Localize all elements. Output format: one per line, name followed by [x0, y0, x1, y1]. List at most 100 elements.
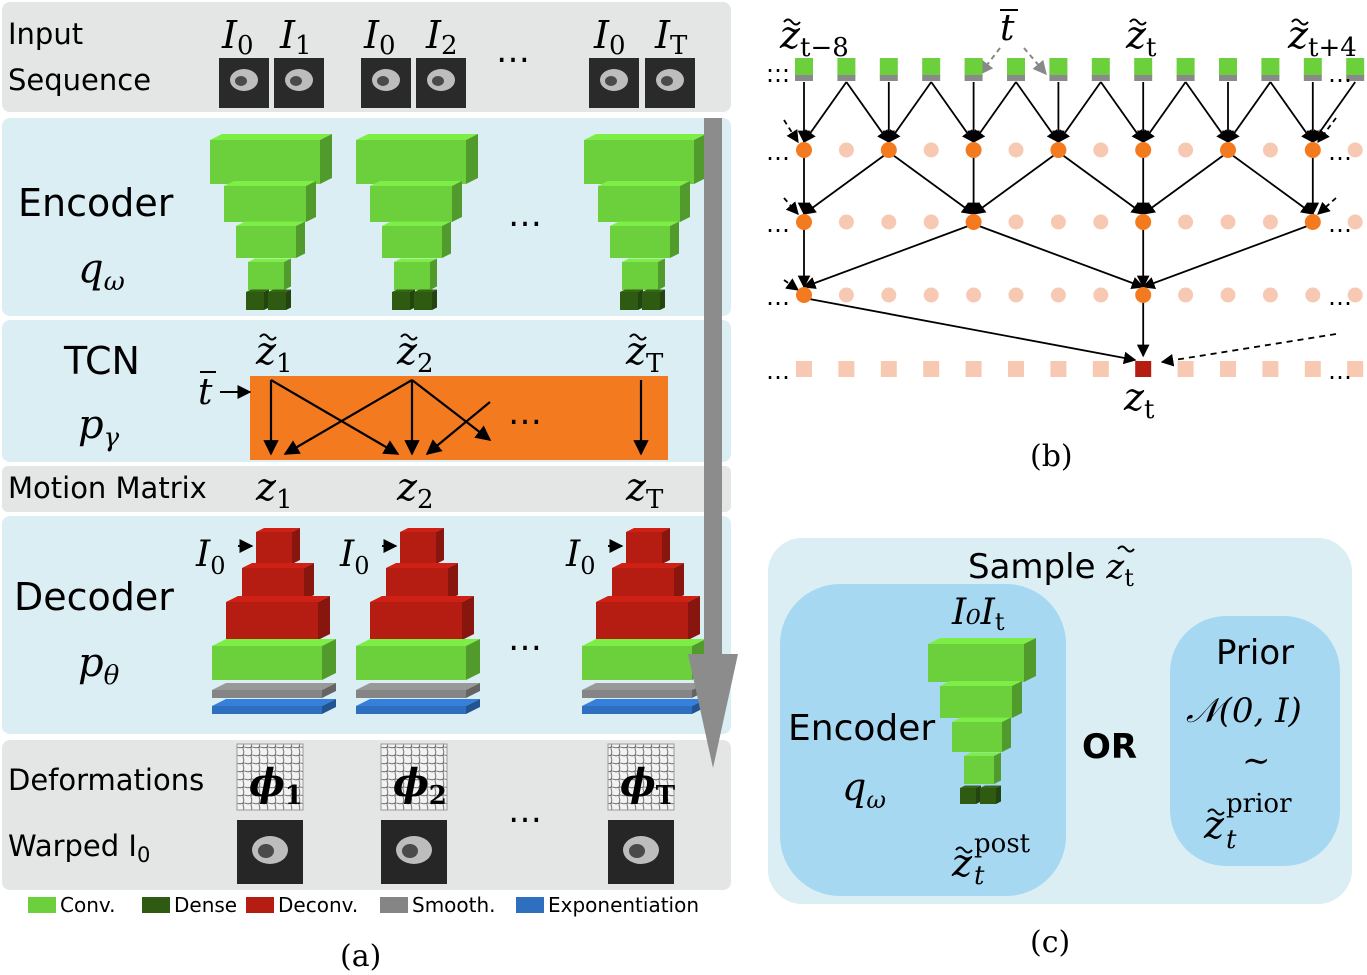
active-node — [1135, 214, 1152, 230]
inactive-node — [1347, 142, 1363, 158]
legend-item: Smooth. — [380, 893, 496, 917]
decoder-band — [2, 516, 731, 734]
panel-b: zt−8 t zt zt+4 …………………………… zt (b) — [766, 8, 1365, 474]
inactive-node — [1262, 287, 1278, 303]
smooth-layer — [212, 683, 336, 698]
conv-layer — [598, 181, 690, 222]
b-ellipsis: … — [766, 50, 790, 78]
deconv-layer — [226, 596, 330, 640]
decoder-ellipsis: … — [508, 619, 542, 659]
deconv-layer — [612, 563, 684, 600]
active-node — [965, 214, 982, 230]
inactive-node — [1008, 214, 1024, 230]
panel-c: Sample zt Encoder qω I₀It zpost t OR Pri… — [768, 538, 1352, 960]
deconv-layer — [626, 528, 670, 564]
deformation-grid — [236, 743, 304, 811]
legend: Conv. Dense Deconv. Smooth. Exponentiation — [28, 893, 699, 917]
motion-matrix-band — [2, 466, 731, 512]
sample-title: Sample zt — [968, 547, 1134, 592]
input-frame-label: I1 — [279, 13, 312, 61]
b-ellipsis: … — [766, 60, 790, 88]
deformations-label: Deformations — [8, 763, 204, 797]
dense-layer — [620, 289, 643, 310]
input-sequence-band — [2, 2, 731, 112]
legend-swatch — [28, 897, 56, 913]
legend-item: Dense — [142, 893, 237, 917]
caption-a: (a) — [340, 939, 381, 974]
input-frame-label: I0 — [363, 13, 396, 61]
inactive-node — [923, 214, 939, 230]
legend-label: Conv. — [60, 893, 116, 917]
c-encoder-symbol: qω — [842, 765, 886, 814]
output-node-faint — [1262, 361, 1279, 377]
legend-label: Deconv. — [278, 893, 358, 917]
output-node-faint — [1177, 361, 1194, 377]
active-node — [1304, 214, 1321, 230]
inactive-node — [1262, 214, 1278, 230]
input-node — [837, 58, 856, 76]
legend-swatch — [142, 897, 170, 913]
decoder-input-label: I0 — [195, 534, 226, 580]
inactive-node — [1093, 287, 1109, 303]
conv-layer — [394, 258, 437, 290]
conv-layer — [382, 221, 451, 258]
tcn-arrows — [263, 379, 649, 456]
active-node — [796, 287, 812, 303]
inactive-node — [1305, 287, 1321, 303]
panel-a: Input Sequence I0 I1 I0 I2 … I0 IT — [2, 2, 738, 974]
deformation-cell: ϕ2 — [380, 743, 448, 884]
legend-swatch — [380, 897, 408, 913]
or-label: OR — [1082, 727, 1137, 767]
encoder-label: Encoder — [18, 181, 174, 225]
conv-layer — [212, 639, 336, 680]
encoder-stacks — [210, 134, 706, 310]
legend-label: Dense — [174, 893, 237, 917]
legend-swatch — [246, 897, 274, 913]
input-node — [795, 58, 813, 76]
input-node — [1134, 58, 1153, 76]
input-node — [1261, 58, 1280, 76]
input-frame-label: I2 — [425, 13, 458, 61]
inactive-node — [881, 214, 897, 230]
tcn-t-bar: t — [198, 372, 213, 413]
tbar-dashed-arrows — [979, 47, 1047, 76]
decoder-input-label: I0 — [565, 534, 596, 580]
smooth-layer — [356, 683, 480, 698]
inactive-node — [923, 287, 939, 303]
output-node-faint — [1092, 361, 1109, 377]
dense-layer — [392, 289, 415, 310]
dense-layer — [960, 785, 981, 804]
c-post-sub: t — [974, 861, 985, 891]
deconv-layer — [400, 528, 444, 564]
input-frame-label: I0 — [593, 13, 626, 61]
inactive-node — [1008, 142, 1024, 158]
output-node-faint — [1304, 361, 1321, 377]
active-node — [796, 214, 812, 230]
conv-layer — [610, 221, 679, 258]
deformation-grid — [380, 743, 448, 811]
input-frame-label: IT — [654, 13, 688, 61]
tilde-mark — [1207, 808, 1225, 816]
exponentiation-layer — [212, 699, 336, 714]
motion-z-1: z1 — [255, 465, 293, 515]
inactive-node — [966, 287, 982, 303]
conv-layer — [236, 221, 305, 258]
output-node-faint — [796, 361, 812, 377]
conv-layer — [248, 258, 291, 290]
output-node-faint — [838, 361, 855, 377]
legend-item: Exponentiation — [516, 893, 699, 917]
inactive-node — [1093, 214, 1109, 230]
output-node-faint — [1050, 361, 1067, 377]
c-encoder-stack — [928, 638, 1036, 804]
tcn-dilation-graph: …………………………… — [766, 50, 1365, 385]
b-ellipsis: … — [766, 210, 790, 238]
deconv-layer — [596, 596, 700, 640]
conv-layer — [584, 134, 706, 184]
encoder-ellipsis: … — [508, 195, 542, 235]
smooth-layer — [582, 683, 706, 698]
legend-label: Smooth. — [412, 893, 496, 917]
input-node — [1091, 58, 1110, 76]
tcn-ellipsis: … — [508, 393, 542, 433]
